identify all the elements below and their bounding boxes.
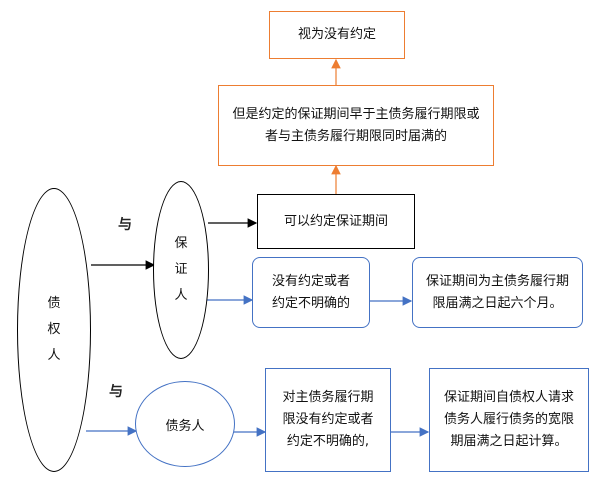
- deemed-no-agreement-box: 视为没有约定: [269, 11, 405, 59]
- creditor-label: 债权人: [47, 296, 61, 363]
- grace-period-text: 保证期间自债权人请求债务人履行债务的宽限期届满之日起计算。: [443, 390, 574, 449]
- no-agreement-text: 没有约定或者约定不明确的: [271, 273, 350, 311]
- condition-early-text: 但是约定的保证期间早于主债务履行期限或者与主债务履行期限同时届满的: [232, 106, 480, 144]
- grace-period-box: 保证期间自债权人请求债务人履行债务的宽限期届满之日起计算。: [429, 368, 589, 472]
- debtor-ellipse: 债务人: [135, 381, 235, 467]
- guarantor-ellipse: 保证人: [153, 181, 209, 359]
- condition-early-box: 但是约定的保证期间早于主债务履行期限或者与主债务履行期限同时届满的: [218, 85, 494, 166]
- connector-label-top: 与: [118, 217, 132, 233]
- guarantor-label: 保证人: [174, 236, 188, 303]
- connector-label-bottom: 与: [109, 384, 123, 400]
- can-agree-text: 可以约定保证期间: [283, 213, 388, 229]
- six-months-box: 保证期间为主债务履行期限届满之日起六个月。: [412, 257, 583, 328]
- debt-term-text: 对主债务履行期限没有约定或者约定不明确的,: [282, 390, 374, 449]
- no-agreement-box: 没有约定或者约定不明确的: [252, 257, 370, 328]
- debtor-label: 债务人: [165, 418, 205, 434]
- debt-term-box: 对主债务履行期限没有约定或者约定不明确的,: [265, 368, 391, 472]
- deemed-no-agreement-text: 视为没有约定: [297, 27, 376, 42]
- six-months-text: 保证期间为主债务履行期限届满之日起六个月。: [425, 273, 569, 311]
- can-agree-box: 可以约定保证期间: [257, 194, 415, 249]
- creditor-ellipse: 债权人: [17, 188, 91, 472]
